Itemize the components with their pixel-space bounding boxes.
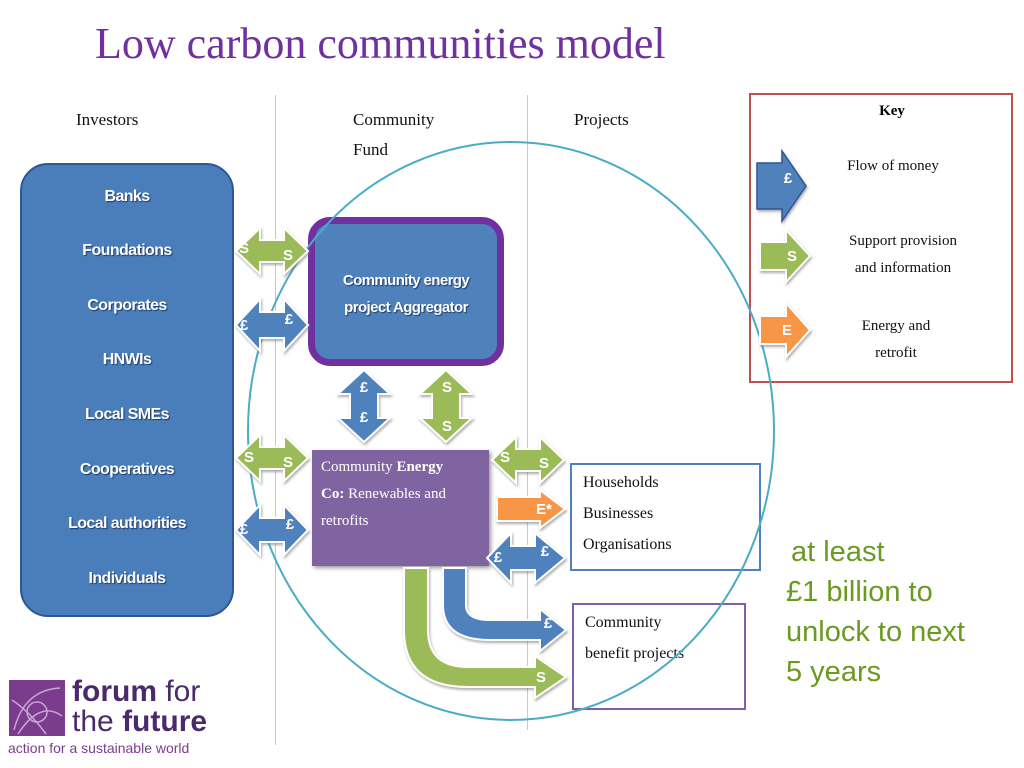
support-symbol: S xyxy=(244,449,254,466)
money-arrow-investors-aggregator xyxy=(234,296,310,354)
money-symbol: £ xyxy=(285,311,294,328)
support-arrow-investors-aggregator xyxy=(234,225,310,277)
logo-line1: forum for xyxy=(72,677,207,707)
investor-hnwis: HNWIs xyxy=(102,351,152,368)
key-energy-label: Energy and retrofit xyxy=(841,313,951,367)
community-fund-heading-line2: Fund xyxy=(353,140,388,159)
money-symbol: £ xyxy=(541,543,550,560)
support-arrow-aggregator-energyco xyxy=(417,368,475,444)
money-symbol: £ xyxy=(360,379,369,396)
money-symbol: £ xyxy=(240,521,249,538)
investor-cooperatives: Cooperatives xyxy=(79,461,175,478)
investor-local-authorities: Local authorities xyxy=(68,515,186,532)
benefit-projects-box: Community benefit projects xyxy=(572,603,746,710)
investors-box: Banks Foundations Corporates HNWIs Local… xyxy=(20,163,234,617)
money-arrow-investors-energyco xyxy=(234,502,310,558)
callout-line2: £1 billion to xyxy=(786,576,933,608)
energy-co-text-2: Energy xyxy=(396,459,444,475)
benefit-support-curved-arrow xyxy=(403,567,568,700)
businesses-item: Businesses xyxy=(583,505,654,522)
community-fund-heading-line1: Community xyxy=(353,110,435,129)
households-list: Households Businesses Organisations xyxy=(572,465,759,560)
community-fund-ellipse xyxy=(247,141,775,721)
support-symbol: S xyxy=(500,449,510,466)
aggregator-box: Community energy project Aggregator xyxy=(308,217,504,366)
support-symbol: S xyxy=(536,669,546,686)
support-symbol: S xyxy=(239,240,249,257)
energy-co-text-4: Renewables and xyxy=(344,486,446,502)
support-arrow-energyco-households xyxy=(490,434,566,486)
projects-heading: Projects xyxy=(574,110,629,129)
logo-wordmark: forum for the future xyxy=(72,677,207,737)
aggregator-label-line2: project Aggregator xyxy=(344,299,468,316)
energy-co-box: Community Energy Co: Renewables and retr… xyxy=(312,450,489,566)
support-symbol: S xyxy=(539,455,549,472)
callout-line4: 5 years xyxy=(786,656,882,688)
money-symbol: £ xyxy=(494,549,503,566)
key-energy-line2: retrofit xyxy=(875,345,917,361)
support-arrow-investors-energyco xyxy=(234,432,310,484)
key-support-line1: Support provision xyxy=(849,233,957,249)
benefit-projects-line2: benefit projects xyxy=(585,645,685,662)
money-arrow-energyco-households xyxy=(485,530,567,586)
support-symbol: S xyxy=(283,247,293,264)
support-symbol: S xyxy=(442,418,452,435)
money-symbol: £ xyxy=(240,317,249,334)
energy-co-label: Community Energy Co: Renewables and retr… xyxy=(312,450,489,535)
page-title: Low carbon communities model xyxy=(95,19,666,68)
logo-word-for: for xyxy=(165,675,201,708)
callout-line3: unlock to next xyxy=(786,616,965,648)
forum-for-the-future-logo-icon xyxy=(9,680,65,736)
aggregator-label: Community energy project Aggregator xyxy=(315,267,497,321)
logo-word-future: future xyxy=(122,705,208,738)
support-symbol: S xyxy=(283,454,293,471)
investor-corporates: Corporates xyxy=(87,297,167,314)
key-support-arrow-icon xyxy=(759,227,812,285)
investor-local-smes: Local SMEs xyxy=(85,406,169,423)
key-support-line2: and information xyxy=(854,260,952,276)
energy-co-text-3: Co: xyxy=(321,486,345,502)
households-item: Households xyxy=(583,474,659,491)
investor-banks: Banks xyxy=(104,188,150,205)
money-symbol: £ xyxy=(286,516,295,533)
key-support-symbol: S xyxy=(787,248,797,265)
households-box: Households Businesses Organisations xyxy=(570,463,761,571)
arrow-symbols: S S £ £ £ £ S S S S £ £ S S E* £ £ £ S £… xyxy=(239,170,797,686)
logo-word-the: the xyxy=(72,705,114,738)
column-divider xyxy=(275,95,276,745)
community-fund-heading: Community Fund xyxy=(353,105,434,165)
key-money-arrow-icon xyxy=(756,148,807,224)
money-symbol: £ xyxy=(544,615,553,632)
callout-line1: at least xyxy=(791,536,885,568)
benefit-projects-line1: Community xyxy=(585,614,662,631)
key-energy-symbol: E xyxy=(782,322,792,339)
column-divider xyxy=(527,95,528,730)
logo-line2: the future xyxy=(72,707,207,737)
organisations-item: Organisations xyxy=(583,536,672,553)
support-symbol: S xyxy=(442,379,452,396)
callout-text: at least £1 billion to unlock to next 5 … xyxy=(786,532,965,692)
key-title: Key xyxy=(879,103,905,119)
logo-word-forum: forum xyxy=(72,675,157,708)
energy-star-symbol: E* xyxy=(536,501,552,518)
energy-co-text-1: Community xyxy=(321,459,397,475)
benefit-money-curved-arrow xyxy=(442,567,568,654)
energy-co-text-5: retrofits xyxy=(321,513,369,529)
energy-arrow-energyco-households xyxy=(496,487,567,531)
key-energy-line1: Energy and xyxy=(861,318,931,334)
key-support-label: Support provision and information xyxy=(833,228,973,282)
benefit-projects-label: Community benefit projects xyxy=(574,605,744,669)
key-money-label: Flow of money xyxy=(847,158,939,174)
investor-individuals: Individuals xyxy=(88,570,167,587)
investors-heading: Investors xyxy=(76,110,139,129)
money-arrow-aggregator-energyco xyxy=(335,368,393,444)
investor-foundations: Foundations xyxy=(82,242,172,259)
aggregator-label-line1: Community energy xyxy=(342,272,470,289)
logo-tagline: action for a sustainable world xyxy=(8,740,190,756)
key-money-symbol: £ xyxy=(784,170,793,187)
key-energy-arrow-icon xyxy=(759,300,812,360)
money-symbol: £ xyxy=(360,409,369,426)
